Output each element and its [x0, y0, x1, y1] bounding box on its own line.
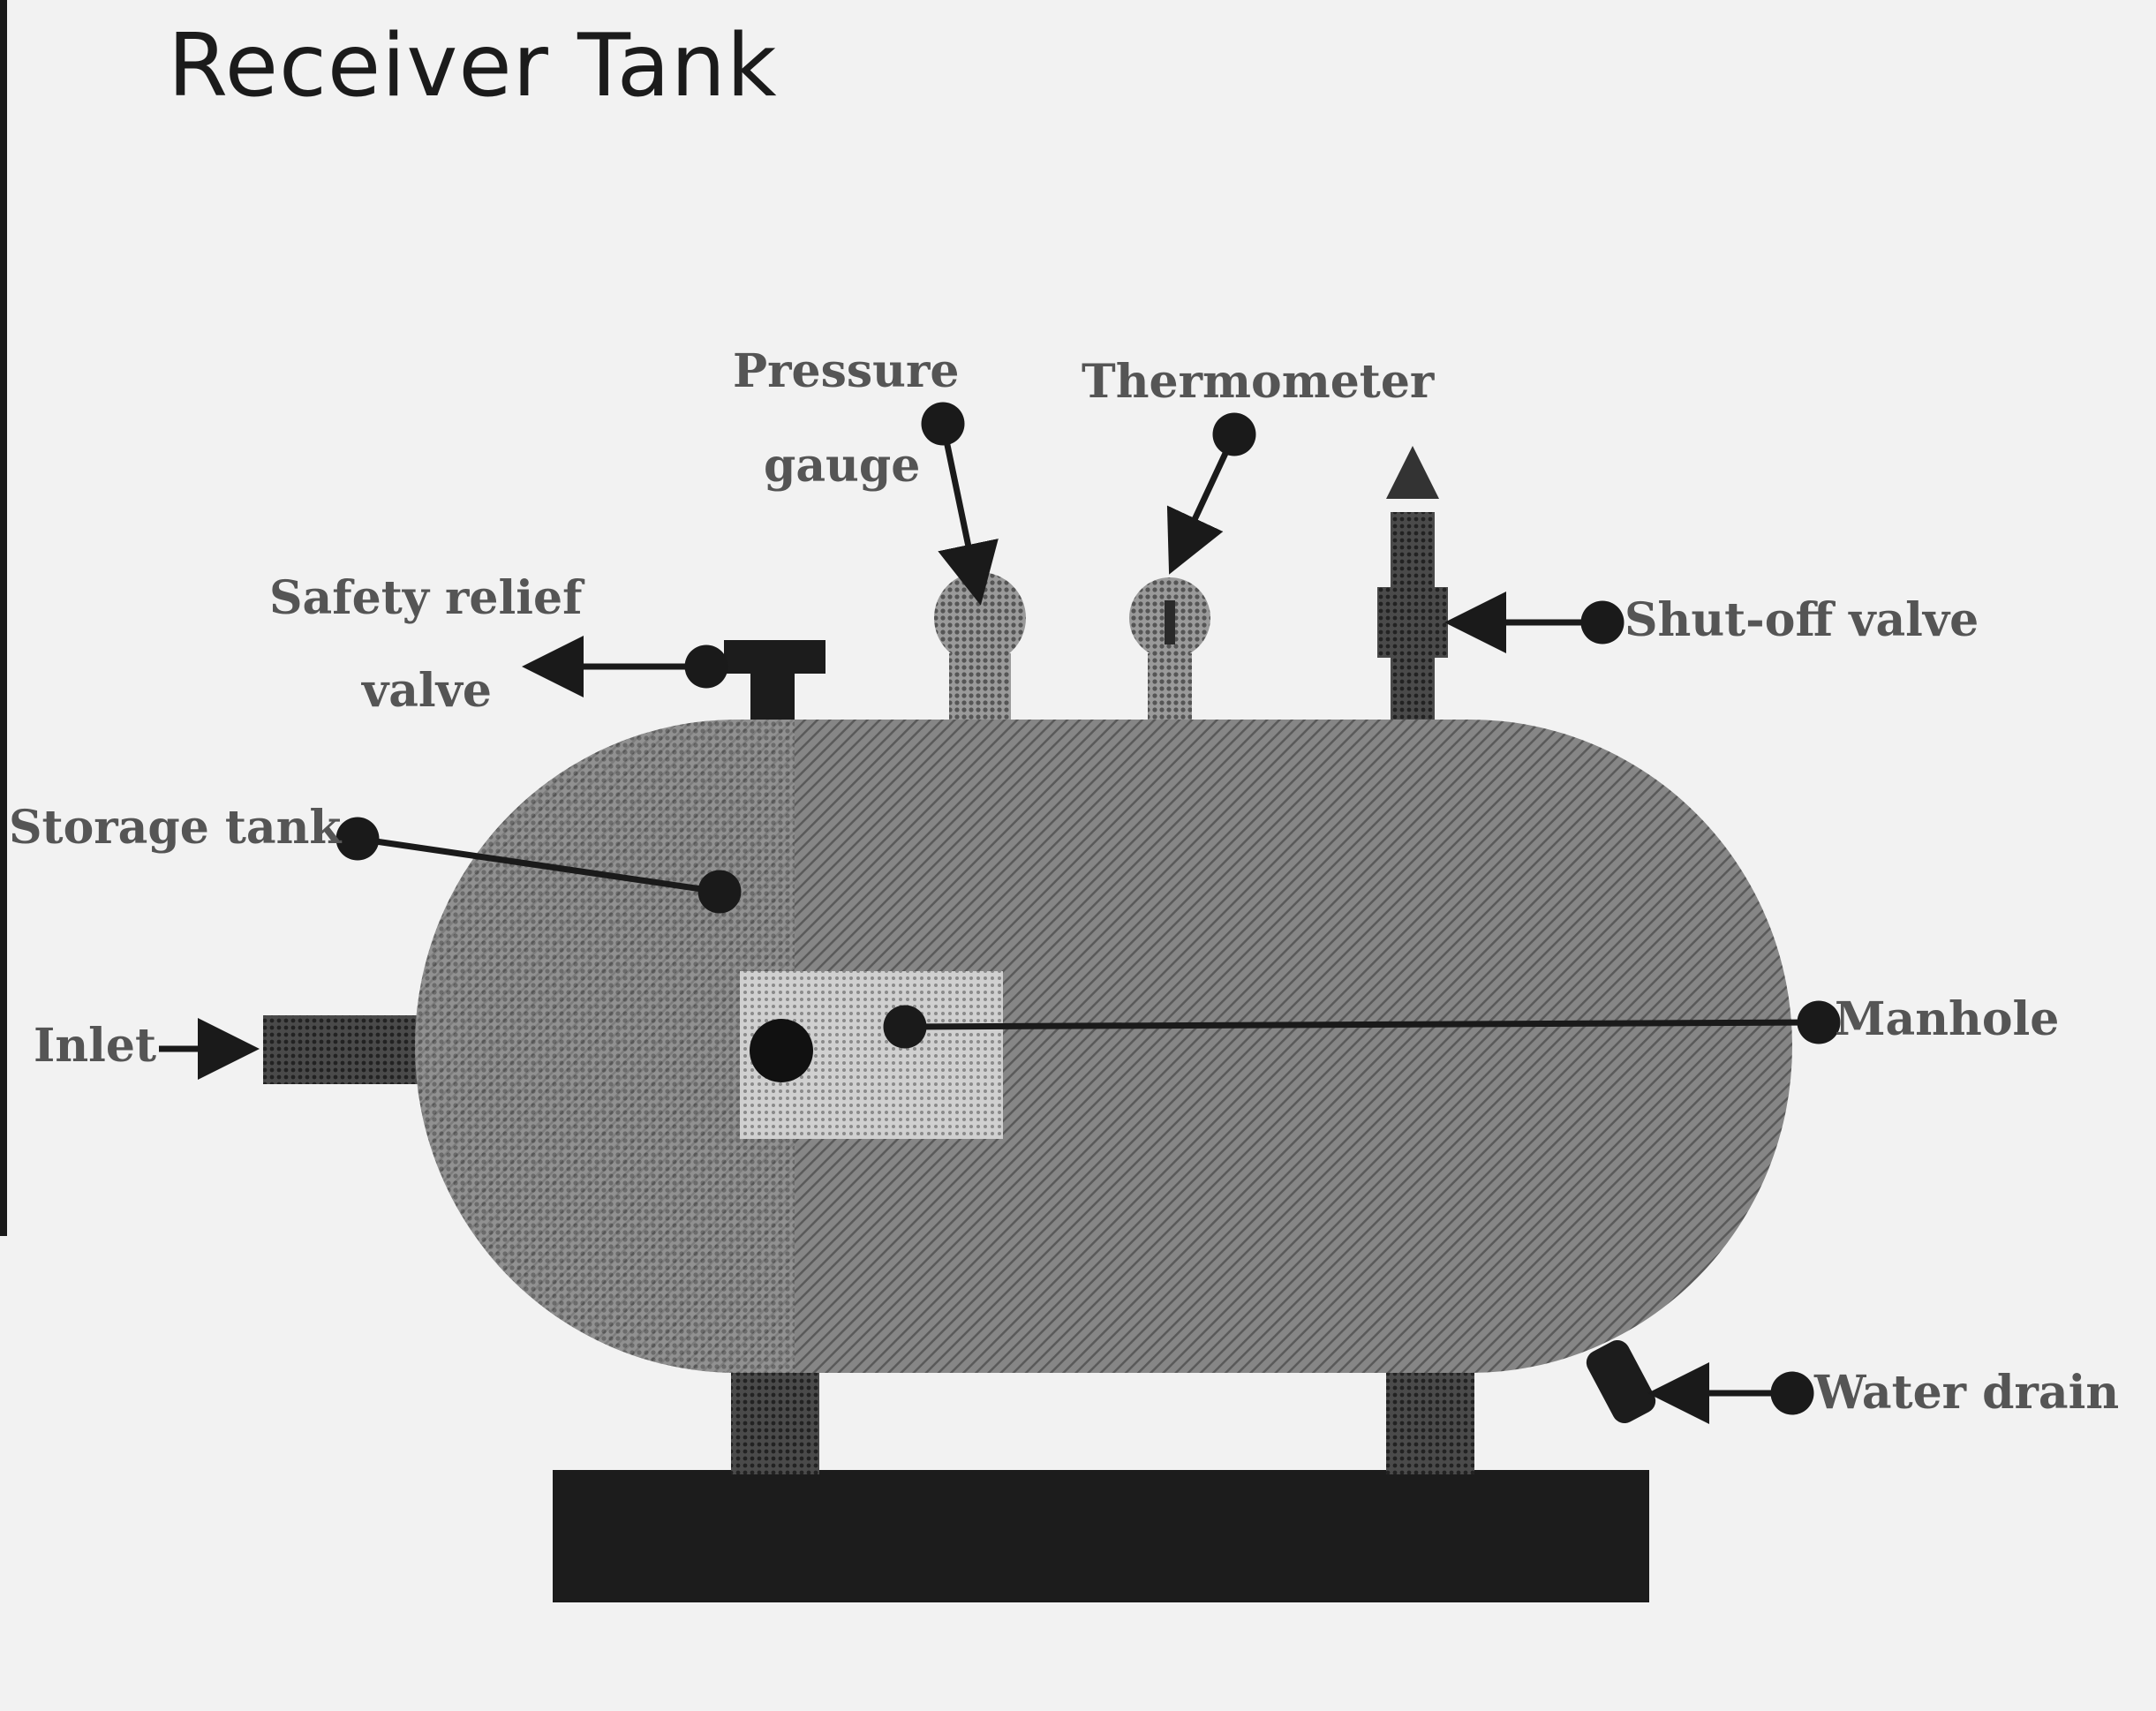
right-support-leg [1386, 1360, 1474, 1474]
safety-relief-valve-label-line2: valve [361, 664, 492, 718]
base-platform [553, 1470, 1649, 1602]
water-drain-valve [1586, 1339, 1656, 1424]
thermometer-stem [1148, 653, 1192, 728]
pressure-gauge [934, 572, 1026, 664]
left-support-leg [731, 1360, 819, 1474]
pressure-gauge-label-line2: gauge [764, 439, 920, 493]
page-title: Receiver Tank [168, 16, 778, 117]
inlet-pipe [263, 1015, 422, 1084]
storage-tank-left-head [415, 720, 795, 1373]
manhole-label: Manhole [1835, 992, 2059, 1046]
safety-relief-valve-cap [724, 640, 825, 674]
inlet-label: Inlet [34, 1019, 156, 1073]
shut-off-valve-label: Shut-off valve [1625, 593, 1979, 647]
manhole-cover-bolt [750, 1019, 813, 1082]
storage-tank-leader [335, 817, 742, 914]
pressure-gauge-label-line1: Pressure [733, 344, 959, 398]
manhole-leader [883, 1000, 1841, 1049]
water-drain-label: Water drain [1813, 1366, 2119, 1420]
thermometer-label: Thermometer [1082, 355, 1435, 409]
shut-off-valve-body [1377, 587, 1448, 658]
pressure-gauge-stem [949, 653, 1011, 728]
shut-off-valve-outlet-arrow [1386, 446, 1439, 499]
page-edge [0, 0, 7, 1236]
thermometer-leader [1166, 412, 1256, 575]
thermometer-bulb [1165, 600, 1175, 644]
safety-relief-valve-label-line1: Safety relief [269, 571, 585, 625]
storage-tank-label: Storage tank [9, 801, 342, 855]
pressure-gauge-leader [921, 402, 999, 606]
